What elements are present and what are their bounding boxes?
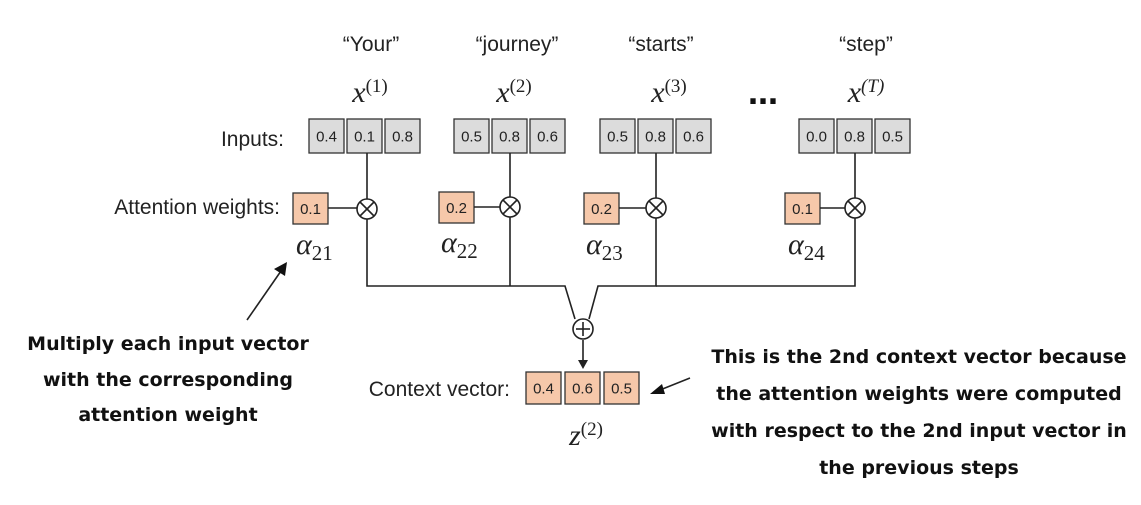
input-symbol: x(1) bbox=[351, 76, 387, 109]
input-value: 0.5 bbox=[882, 129, 903, 146]
input-value: 0.1 bbox=[354, 129, 375, 146]
right-note-line: with respect to the 2nd input vector in bbox=[711, 420, 1127, 442]
context-vector-label: Context vector: bbox=[369, 378, 510, 401]
right-annotation-arrow bbox=[659, 377, 691, 391]
weight-value: 0.2 bbox=[446, 200, 467, 217]
input-vector: 0.5 0.8 0.6 bbox=[599, 118, 712, 154]
input-value: 0.8 bbox=[499, 129, 520, 146]
input-cell bbox=[637, 118, 674, 154]
weight-cell bbox=[583, 192, 620, 225]
context-value: 0.6 bbox=[572, 381, 593, 398]
left-annotation: Multiply each input vector with the corr… bbox=[27, 333, 309, 426]
token-column-3: “starts” x(3) 0.5 0.8 0.6 0.2 α23 bbox=[583, 33, 712, 265]
context-value: 0.4 bbox=[533, 381, 554, 398]
token-column-4: “step” x(T) 0.0 0.8 0.5 0.1 α24 bbox=[784, 33, 911, 265]
input-cell bbox=[346, 118, 383, 154]
left-annotation-arrow bbox=[246, 270, 282, 321]
multiply-icon bbox=[499, 196, 521, 218]
multiply-icon bbox=[645, 197, 667, 219]
input-cell bbox=[308, 118, 345, 154]
token-word: “step” bbox=[839, 33, 893, 56]
right-arrow-head bbox=[650, 384, 665, 394]
input-value: 0.8 bbox=[392, 129, 413, 146]
right-annotation: This is the 2nd context vector because t… bbox=[711, 346, 1127, 479]
input-value: 0.0 bbox=[806, 129, 827, 146]
attention-weights-row-label: Attention weights: bbox=[114, 196, 280, 219]
token-column-1: “Your” x(1) 0.4 0.1 0.8 0.1 α21 bbox=[292, 33, 421, 265]
sum-wires bbox=[366, 217, 856, 320]
sum-icon bbox=[572, 318, 594, 340]
right-note-line: the previous steps bbox=[819, 457, 1019, 479]
input-cell bbox=[836, 118, 873, 154]
right-note-line: This is the 2nd context vector because bbox=[711, 346, 1126, 368]
alpha-symbol: α22 bbox=[441, 226, 478, 263]
right-note-line: the attention weights were computed bbox=[716, 383, 1122, 405]
input-symbol: x(3) bbox=[650, 76, 686, 109]
alpha-symbol: α24 bbox=[788, 228, 825, 265]
input-cell bbox=[599, 118, 636, 154]
input-value: 0.5 bbox=[607, 129, 628, 146]
input-cell bbox=[491, 118, 528, 154]
weight-cell bbox=[438, 191, 475, 224]
multiply-icon bbox=[844, 197, 866, 219]
arrow-head bbox=[578, 360, 588, 369]
input-value: 0.6 bbox=[537, 129, 558, 146]
input-cell bbox=[798, 118, 835, 154]
context-cell bbox=[564, 371, 601, 405]
input-value: 0.8 bbox=[645, 129, 666, 146]
alpha-symbol: α23 bbox=[586, 228, 623, 265]
left-arrow-head bbox=[274, 262, 287, 276]
context-value: 0.5 bbox=[611, 381, 632, 398]
input-symbol: x(2) bbox=[495, 76, 531, 109]
ellipsis: … bbox=[748, 77, 778, 112]
context-cell bbox=[603, 371, 640, 405]
multiply-icon bbox=[356, 198, 378, 220]
weight-value: 0.1 bbox=[300, 201, 321, 218]
inputs-row-label: Inputs: bbox=[221, 128, 284, 151]
input-value: 0.8 bbox=[844, 129, 865, 146]
input-value: 0.6 bbox=[683, 129, 704, 146]
input-cell bbox=[453, 118, 490, 154]
weight-value: 0.1 bbox=[792, 201, 813, 218]
input-value: 0.5 bbox=[461, 129, 482, 146]
left-note-line: with the corresponding bbox=[43, 369, 293, 391]
input-cell bbox=[384, 118, 421, 154]
token-column-2: “journey” x(2) 0.5 0.8 0.6 0.2 α22 bbox=[438, 33, 566, 263]
input-cell bbox=[874, 118, 911, 154]
left-note-line: attention weight bbox=[78, 404, 257, 426]
input-value: 0.4 bbox=[316, 129, 337, 146]
weight-value: 0.2 bbox=[591, 201, 612, 218]
input-vector: 0.5 0.8 0.6 bbox=[453, 118, 566, 154]
context-vector: 0.4 0.6 0.5 bbox=[525, 371, 640, 405]
input-vector: 0.4 0.1 0.8 bbox=[308, 118, 421, 154]
context-cell bbox=[525, 371, 562, 405]
token-word: “starts” bbox=[628, 33, 693, 56]
context-symbol: z(2) bbox=[568, 419, 603, 452]
token-word: “journey” bbox=[476, 33, 559, 56]
left-note-line: Multiply each input vector bbox=[27, 333, 309, 355]
input-symbol: x(T) bbox=[847, 76, 885, 109]
input-cell bbox=[675, 118, 712, 154]
input-cell bbox=[529, 118, 566, 154]
input-vector: 0.0 0.8 0.5 bbox=[798, 118, 911, 154]
token-word: “Your” bbox=[343, 33, 399, 56]
alpha-symbol: α21 bbox=[296, 228, 333, 265]
